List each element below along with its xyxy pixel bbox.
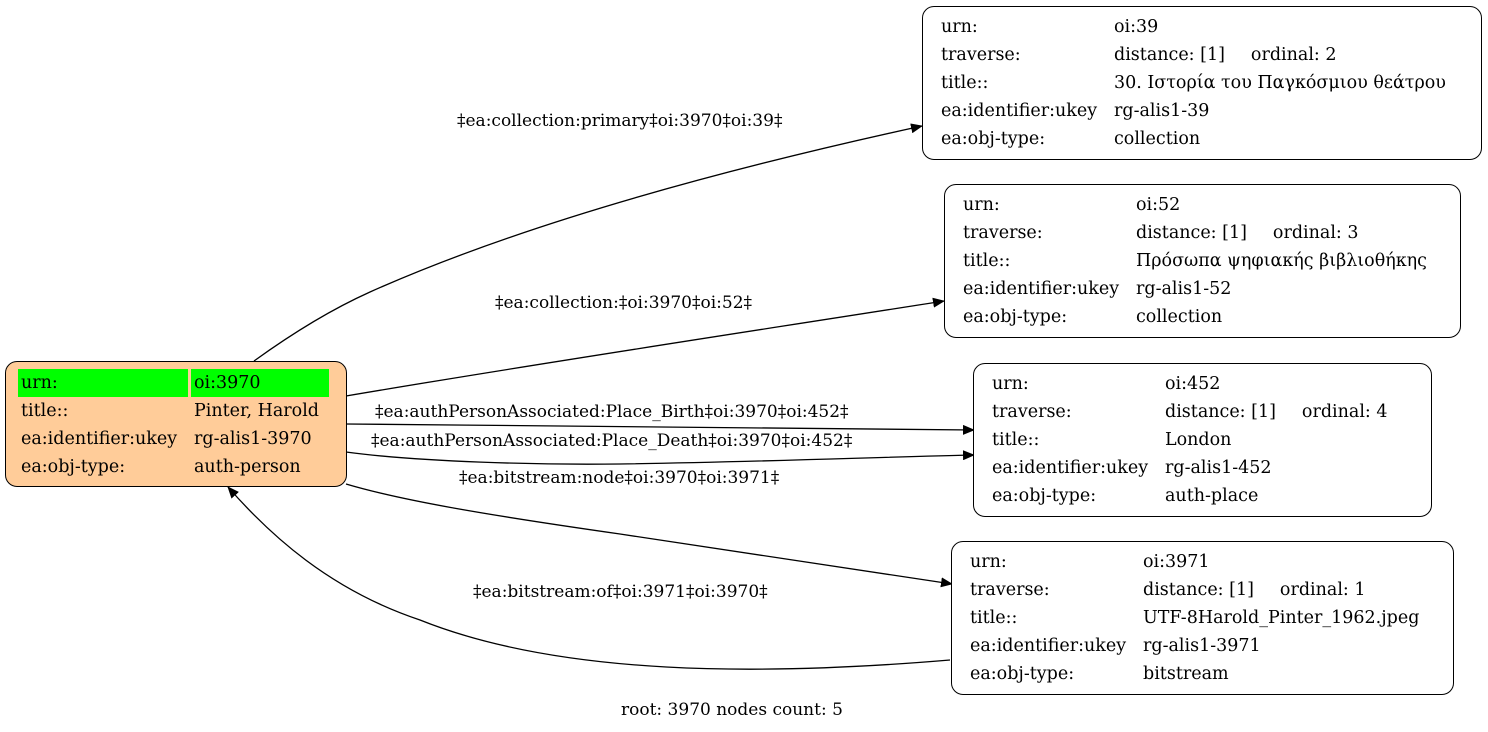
graph-footer: root: 3970 nodes count: 5: [621, 700, 843, 720]
node-ukey-value: rg-alis1-452: [1165, 458, 1272, 478]
edge-collection: [345, 297, 945, 397]
node-title-value: 30. Ιστορία του Παγκόσμιου θεάτρου: [1114, 73, 1446, 93]
root-node[interactable]: urn: oi:3970 title:: Pinter, Harold ea:i…: [5, 361, 347, 487]
node-ukey-value: rg-alis1-52: [1136, 279, 1232, 299]
node-traverse-value: distance: [1] ordinal: 4: [1162, 398, 1391, 426]
node-type-key: ea:obj-type:: [992, 486, 1097, 506]
node-traverse-key: traverse:: [941, 45, 1021, 65]
node-type-value: bitstream: [1143, 664, 1229, 684]
node-ukey-key: ea:identifier:ukey: [941, 101, 1098, 121]
node-oi-3971[interactable]: urn: oi:3971 traverse: distance: [1] ordina…: [951, 541, 1454, 695]
node-oi-39[interactable]: urn: oi:39 traverse: distance: [1] ordinal:…: [922, 6, 1482, 160]
node-oi-452-table: urn: oi:452 traverse: distance: [1] ordinal…: [986, 370, 1394, 510]
node-urn-value: oi:39: [1114, 17, 1159, 37]
edge-label-place-death: ‡ea:authPersonAssociated:Place_Death‡oi:…: [371, 431, 853, 451]
node-ukey-value: rg-alis1-3971: [1143, 636, 1261, 656]
node-title-value: UTF-8Harold_Pinter_1962.jpeg: [1143, 608, 1420, 628]
node-urn-value: oi:452: [1165, 374, 1221, 394]
traverse-ordinal: ordinal: 1: [1279, 580, 1366, 600]
node-urn-value: oi:3971: [1143, 552, 1210, 572]
node-urn-key: urn:: [963, 195, 1000, 215]
node-oi-3971-table: urn: oi:3971 traverse: distance: [1] ordina…: [964, 548, 1425, 688]
node-title-key: title::: [941, 73, 989, 93]
edge-label-place-birth: ‡ea:authPersonAssociated:Place_Birth‡oi:…: [375, 402, 849, 422]
node-urn-key: urn:: [970, 552, 1007, 572]
traverse-ordinal: ordinal: 2: [1250, 45, 1337, 65]
edge-place-death: [345, 450, 975, 465]
node-type-value: auth-place: [1165, 486, 1259, 506]
node-traverse-key: traverse:: [963, 223, 1043, 243]
node-type-value: collection: [1114, 129, 1201, 149]
node-urn-value: oi:52: [1136, 195, 1181, 215]
root-row-type: ea:obj-type: auth-person: [18, 453, 329, 481]
root-ukey-key: ea:identifier:ukey: [21, 429, 178, 449]
root-type-value: auth-person: [194, 457, 301, 477]
traverse-distance: distance: [1]: [1143, 580, 1254, 600]
node-title-key: title::: [992, 430, 1040, 450]
node-type-value: collection: [1136, 307, 1223, 327]
root-title-value: Pinter, Harold: [194, 401, 319, 421]
root-urn-key: urn:: [18, 369, 188, 397]
node-oi-452[interactable]: urn: oi:452 traverse: distance: [1] ordinal…: [973, 363, 1432, 517]
root-ukey-value: rg-alis1-3970: [194, 429, 312, 449]
traverse-ordinal: ordinal: 4: [1301, 402, 1388, 422]
edge-label-collection-primary: ‡ea:collection:primary‡oi:3970‡oi:39‡: [457, 111, 783, 131]
edge-label-bitstream-node: ‡ea:bitstream:node‡oi:3970‡oi:3971‡: [459, 468, 780, 488]
traverse-ordinal: ordinal: 3: [1272, 223, 1359, 243]
node-title-key: title::: [963, 251, 1011, 271]
traverse-distance: distance: [1]: [1165, 402, 1276, 422]
node-ukey-key: ea:identifier:ukey: [963, 279, 1120, 299]
node-traverse-value: distance: [1] ordinal: 1: [1140, 576, 1422, 604]
root-type-key: ea:obj-type:: [21, 457, 126, 477]
traverse-distance: distance: [1]: [1114, 45, 1225, 65]
node-type-key: ea:obj-type:: [963, 307, 1068, 327]
node-urn-key: urn:: [992, 374, 1029, 394]
traverse-distance: distance: [1]: [1136, 223, 1247, 243]
node-ukey-key: ea:identifier:ukey: [970, 636, 1127, 656]
node-oi-52[interactable]: urn: oi:52 traverse: distance: [1] ordinal:…: [944, 184, 1461, 338]
edge-bitstream-node: [345, 483, 953, 588]
edge-label-bitstream-of: ‡ea:bitstream:of‡oi:3971‡oi:3970‡: [473, 582, 768, 602]
node-ukey-key: ea:identifier:ukey: [992, 458, 1149, 478]
node-type-key: ea:obj-type:: [941, 129, 1046, 149]
node-traverse-value: distance: [1] ordinal: 2: [1111, 41, 1449, 69]
root-title-key: title::: [21, 401, 69, 421]
node-title-value: Πρόσωπα ψηφιακής βιβλιοθήκης: [1136, 251, 1427, 271]
node-oi-39-table: urn: oi:39 traverse: distance: [1] ordinal:…: [935, 13, 1452, 153]
root-row-ukey: ea:identifier:ukey rg-alis1-3970: [18, 425, 329, 453]
edge-bitstream-of: [227, 486, 951, 670]
edge-place-birth: [345, 423, 975, 435]
root-node-table: urn: oi:3970 title:: Pinter, Harold ea:i…: [15, 369, 332, 481]
node-traverse-key: traverse:: [970, 580, 1050, 600]
edge-label-collection: ‡ea:collection:‡oi:3970‡oi:52‡: [495, 293, 753, 313]
node-urn-key: urn:: [941, 17, 978, 37]
node-type-key: ea:obj-type:: [970, 664, 1075, 684]
node-title-value: London: [1165, 430, 1232, 450]
node-traverse-key: traverse:: [992, 402, 1072, 422]
root-urn-value: oi:3970: [191, 369, 329, 397]
edge-collection-primary: [253, 123, 923, 362]
root-row-title: title:: Pinter, Harold: [18, 397, 329, 425]
node-traverse-value: distance: [1] ordinal: 3: [1133, 219, 1430, 247]
node-ukey-value: rg-alis1-39: [1114, 101, 1210, 121]
node-oi-52-table: urn: oi:52 traverse: distance: [1] ordinal:…: [957, 191, 1433, 331]
root-row-urn: urn: oi:3970: [18, 369, 329, 397]
node-title-key: title::: [970, 608, 1018, 628]
